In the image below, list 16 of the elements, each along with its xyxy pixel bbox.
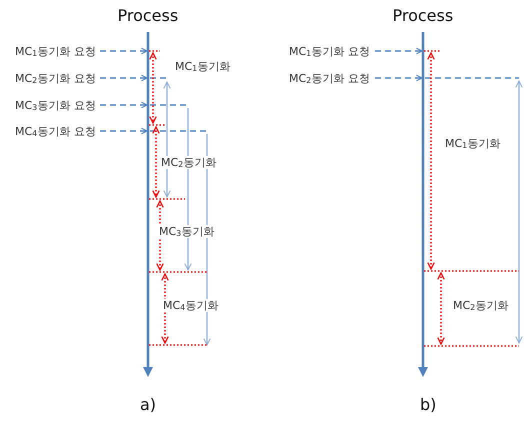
request-label: MC$_{2}$동기화 요청 — [15, 72, 96, 85]
request-label: MC$_{3}$동기화 요청 — [15, 99, 96, 112]
duration-label: MC$_{1}$동기화 — [175, 60, 230, 73]
process-heading: Process — [118, 6, 178, 25]
duration-label: MC$_{2}$동기화 — [453, 299, 508, 312]
request-label: MC$_{1}$동기화 요청 — [289, 45, 370, 58]
request-label: MC$_{1}$동기화 요청 — [15, 45, 96, 58]
request-label: MC$_{4}$동기화 요청 — [15, 125, 96, 138]
duration-label: MC$_{3}$동기화 — [158, 225, 216, 238]
process-heading: Process — [392, 6, 454, 25]
panel-label: a) — [140, 395, 156, 414]
duration-label: MC$_{1}$동기화 — [445, 137, 500, 150]
duration-label: MC$_{2}$동기화 — [160, 156, 218, 169]
request-label: MC$_{2}$동기화 요청 — [289, 72, 370, 85]
panel-label: b) — [420, 395, 436, 414]
duration-label: MC$_{4}$동기화 — [162, 299, 220, 312]
